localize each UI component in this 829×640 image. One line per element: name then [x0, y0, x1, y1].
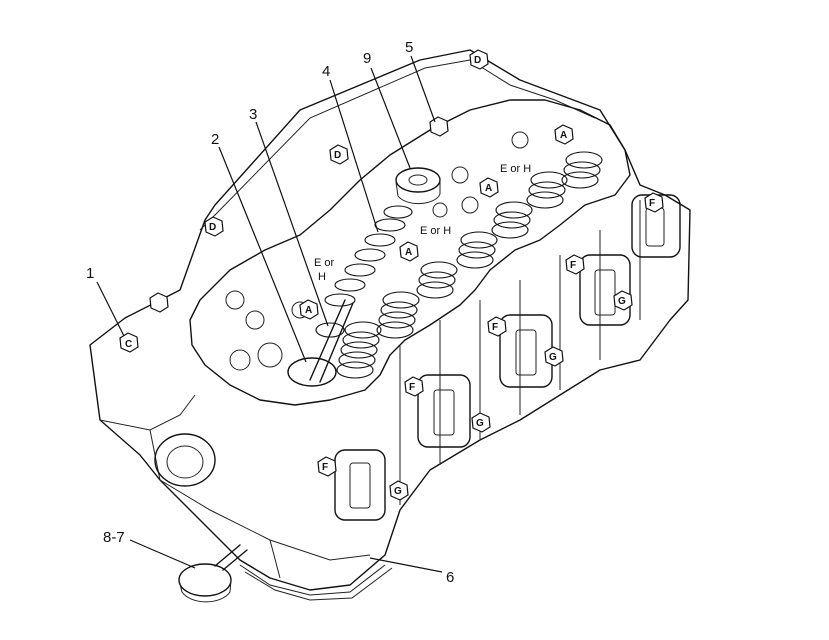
bolt-d-2	[329, 144, 349, 165]
bolt-a-1	[299, 299, 319, 320]
valve-stack-4	[456, 231, 498, 269]
bolt-label-d-1: D	[209, 222, 216, 233]
bolt-label-c-1: C	[125, 339, 132, 350]
bolt-f-5	[644, 192, 664, 213]
bolt-d-1	[204, 216, 224, 237]
bolt-g-3	[544, 346, 564, 367]
port-flange-3	[499, 314, 553, 388]
callout-1: 1	[86, 265, 94, 282]
callout-6: 6	[446, 569, 454, 586]
bolt-f-2	[404, 376, 424, 397]
bolt-d-3	[469, 49, 489, 70]
bolt-a-3	[479, 177, 499, 198]
callout-9: 9	[363, 50, 371, 67]
inner-bosses	[225, 131, 529, 371]
cylinder-head-body	[89, 49, 691, 601]
bolt-g-2	[471, 412, 491, 433]
valve-spring-assemblies	[336, 151, 603, 379]
bolt-heads	[119, 49, 664, 501]
port-flange-2	[417, 374, 471, 448]
leader-5	[410, 55, 436, 123]
bolt-label-f-1: F	[322, 462, 328, 473]
bolt-5	[429, 116, 449, 137]
bolt-c-2	[149, 292, 169, 313]
leader-lines	[96, 55, 443, 573]
notes: E or H E or H E or H	[314, 163, 531, 283]
bolt-label-a-3: A	[485, 183, 492, 194]
bolt-f-3	[487, 316, 507, 337]
leader-8-7	[129, 539, 196, 569]
leader-1	[96, 281, 125, 337]
bolt-a-4	[554, 124, 574, 145]
callout-5: 5	[405, 39, 413, 56]
bolt-f-1	[317, 456, 337, 477]
bolt-label-d-3: D	[474, 55, 481, 66]
bolt-label-g-3: G	[549, 352, 557, 363]
valve-stack-7	[561, 151, 603, 189]
valve-stack-2	[376, 291, 420, 339]
valve-stack-3	[416, 261, 458, 299]
bolt-label-a-2: A	[405, 247, 412, 258]
callout-2: 2	[211, 131, 219, 148]
bolt-c-1	[119, 332, 139, 353]
leader-9	[370, 67, 411, 169]
bolt-label-f-5: F	[649, 198, 655, 209]
callouts: 1 2 3 4 5 9 6 8-7	[86, 39, 454, 586]
bolt-labels: C D D D A A A A F F F F F G G G G	[125, 55, 655, 497]
leader-6	[369, 557, 443, 573]
bolt-label-f-3: F	[492, 322, 498, 333]
port-flange-1	[334, 449, 386, 521]
valve-stack-1	[336, 321, 382, 379]
note-e-or-h-2: E or H	[420, 225, 451, 237]
bolt-label-f-2: F	[409, 382, 415, 393]
note-e-or-h-1: E or H	[500, 163, 531, 175]
bolt-label-g-2: G	[476, 418, 484, 429]
bolt-label-g-4: G	[618, 296, 626, 307]
note-e-or: E or	[314, 257, 335, 269]
leader-3	[255, 121, 329, 327]
note-h: H	[318, 271, 326, 283]
leader-4	[329, 79, 379, 233]
bolt-a-2	[399, 241, 419, 262]
valve-8-7	[178, 544, 248, 603]
front-port	[154, 433, 216, 487]
bolt-label-a-1: A	[305, 305, 312, 316]
bolt-label-g-1: G	[394, 486, 402, 497]
callout-3: 3	[249, 106, 257, 123]
port-flange-4	[579, 254, 631, 326]
bolt-label-a-4: A	[560, 130, 567, 141]
bolt-label-f-4: F	[570, 260, 576, 271]
callout-4: 4	[322, 63, 330, 80]
leader-2	[218, 146, 307, 363]
bolt-g-1	[389, 480, 409, 501]
bolt-g-4	[613, 290, 633, 311]
bolt-f-4	[565, 254, 585, 275]
exploded-valve-parts	[287, 167, 441, 387]
callout-8-7: 8-7	[103, 529, 125, 546]
valve-stack-6	[526, 171, 568, 209]
valve-stack-5	[491, 201, 533, 239]
bolt-label-d-2: D	[334, 150, 341, 161]
